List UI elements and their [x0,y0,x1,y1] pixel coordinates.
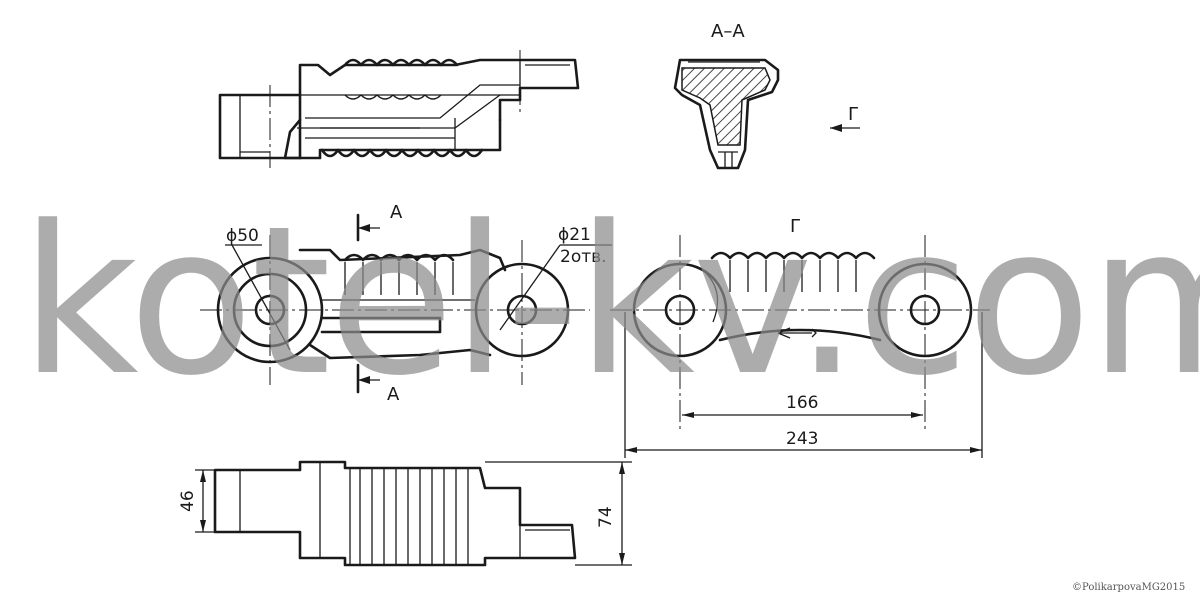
section-mark-top: A [390,202,403,223]
section-mark-bottom: A [387,384,400,405]
dim-inner-label: 166 [786,393,818,413]
diameter-large-label: ϕ50 [226,226,259,246]
dim-height-small-label: 46 [178,490,198,512]
view-arrow-letter: Г [848,104,859,125]
section-a-a [673,58,780,170]
dimensions-length [624,312,983,458]
copyright: ©PolikarpovaMG2015 [1072,582,1185,593]
top-side-view [218,50,580,168]
plan-view-left [200,213,612,394]
holes-note: 2отв. [560,247,607,267]
dim-overall-label: 243 [786,429,818,449]
dim-height-large-label: 74 [596,506,616,528]
view-arrow-g [830,124,860,132]
view-g [610,235,990,430]
view-title: Г [790,216,801,237]
section-title: A–A [711,21,745,42]
diameter-small-label: ϕ21 [558,225,591,245]
bottom-view [195,460,632,567]
watermark: kotel-kv.com [20,183,1200,421]
